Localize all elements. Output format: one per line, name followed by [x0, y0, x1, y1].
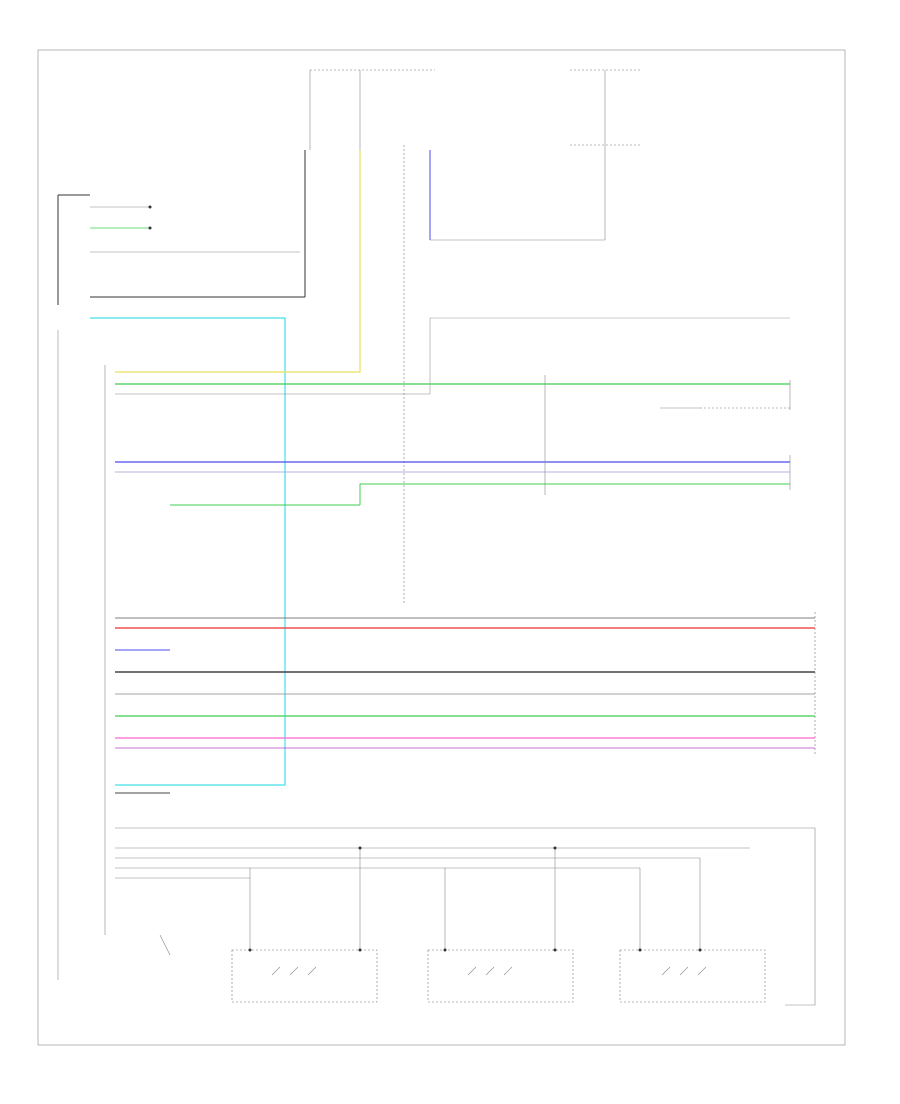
right-connectors — [789, 380, 816, 755]
power-supply-section — [309, 69, 640, 605]
node-s3a — [638, 948, 642, 952]
control-module — [57, 330, 106, 980]
node-bus-1 — [358, 846, 362, 850]
switch-assembly-2 — [427, 949, 574, 1003]
switch-node-1 — [148, 205, 152, 209]
signal-wires — [90, 150, 815, 794]
switch-contacts-3 — [661, 966, 707, 976]
switch-assembly-1 — [231, 949, 378, 1003]
lower-switch-section — [115, 827, 816, 1006]
switch-contacts-1 — [271, 966, 317, 976]
node-s1b — [358, 948, 362, 952]
light-green-wire-2 — [359, 483, 790, 505]
gray-wire-up — [429, 317, 790, 394]
diagram-frame — [37, 49, 846, 1046]
switch-block-top-left — [57, 150, 306, 305]
ground-symbol-lower — [159, 934, 171, 956]
lower-frame — [115, 827, 816, 1006]
switch-node-2 — [148, 226, 152, 230]
yellow-wire — [115, 150, 361, 373]
switch-contacts-2 — [467, 966, 513, 976]
light-blue-wire — [90, 317, 286, 786]
node-s1a — [248, 948, 252, 952]
node-bus-2 — [553, 846, 557, 850]
switch-assembly-3 — [619, 949, 766, 1003]
node-s2a — [443, 948, 447, 952]
node-s2b — [553, 948, 557, 952]
node-s3b — [698, 948, 702, 952]
